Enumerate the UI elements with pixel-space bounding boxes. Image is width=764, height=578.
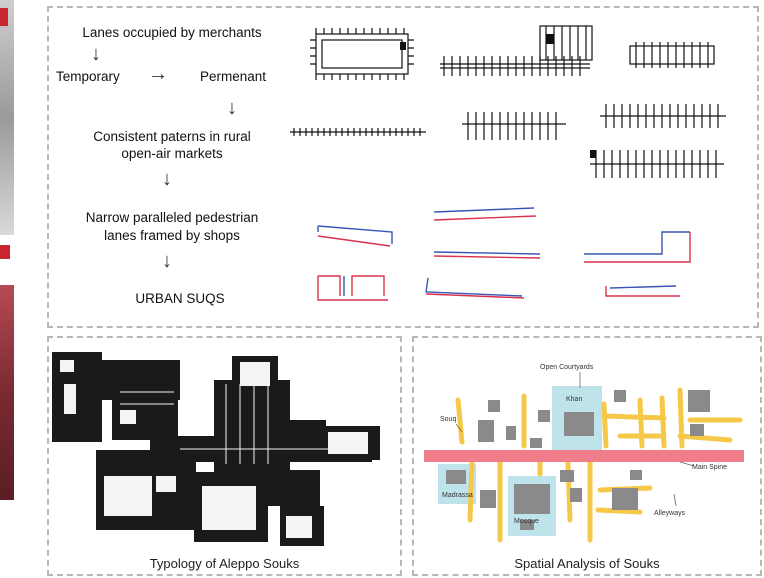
label-mosque: Mosque [514, 518, 539, 525]
label-madrassa: Madrassa [442, 492, 473, 499]
label-alleyways: Alleyways [654, 510, 685, 517]
label-open-courtyards: Open Courtyards [540, 364, 593, 371]
spatial-caption: Spatial Analysis of Souks [412, 556, 762, 571]
label-souq: Souq [440, 416, 456, 423]
label-khan: Khan [566, 396, 582, 403]
label-main-spine: Main Spine [692, 464, 727, 471]
